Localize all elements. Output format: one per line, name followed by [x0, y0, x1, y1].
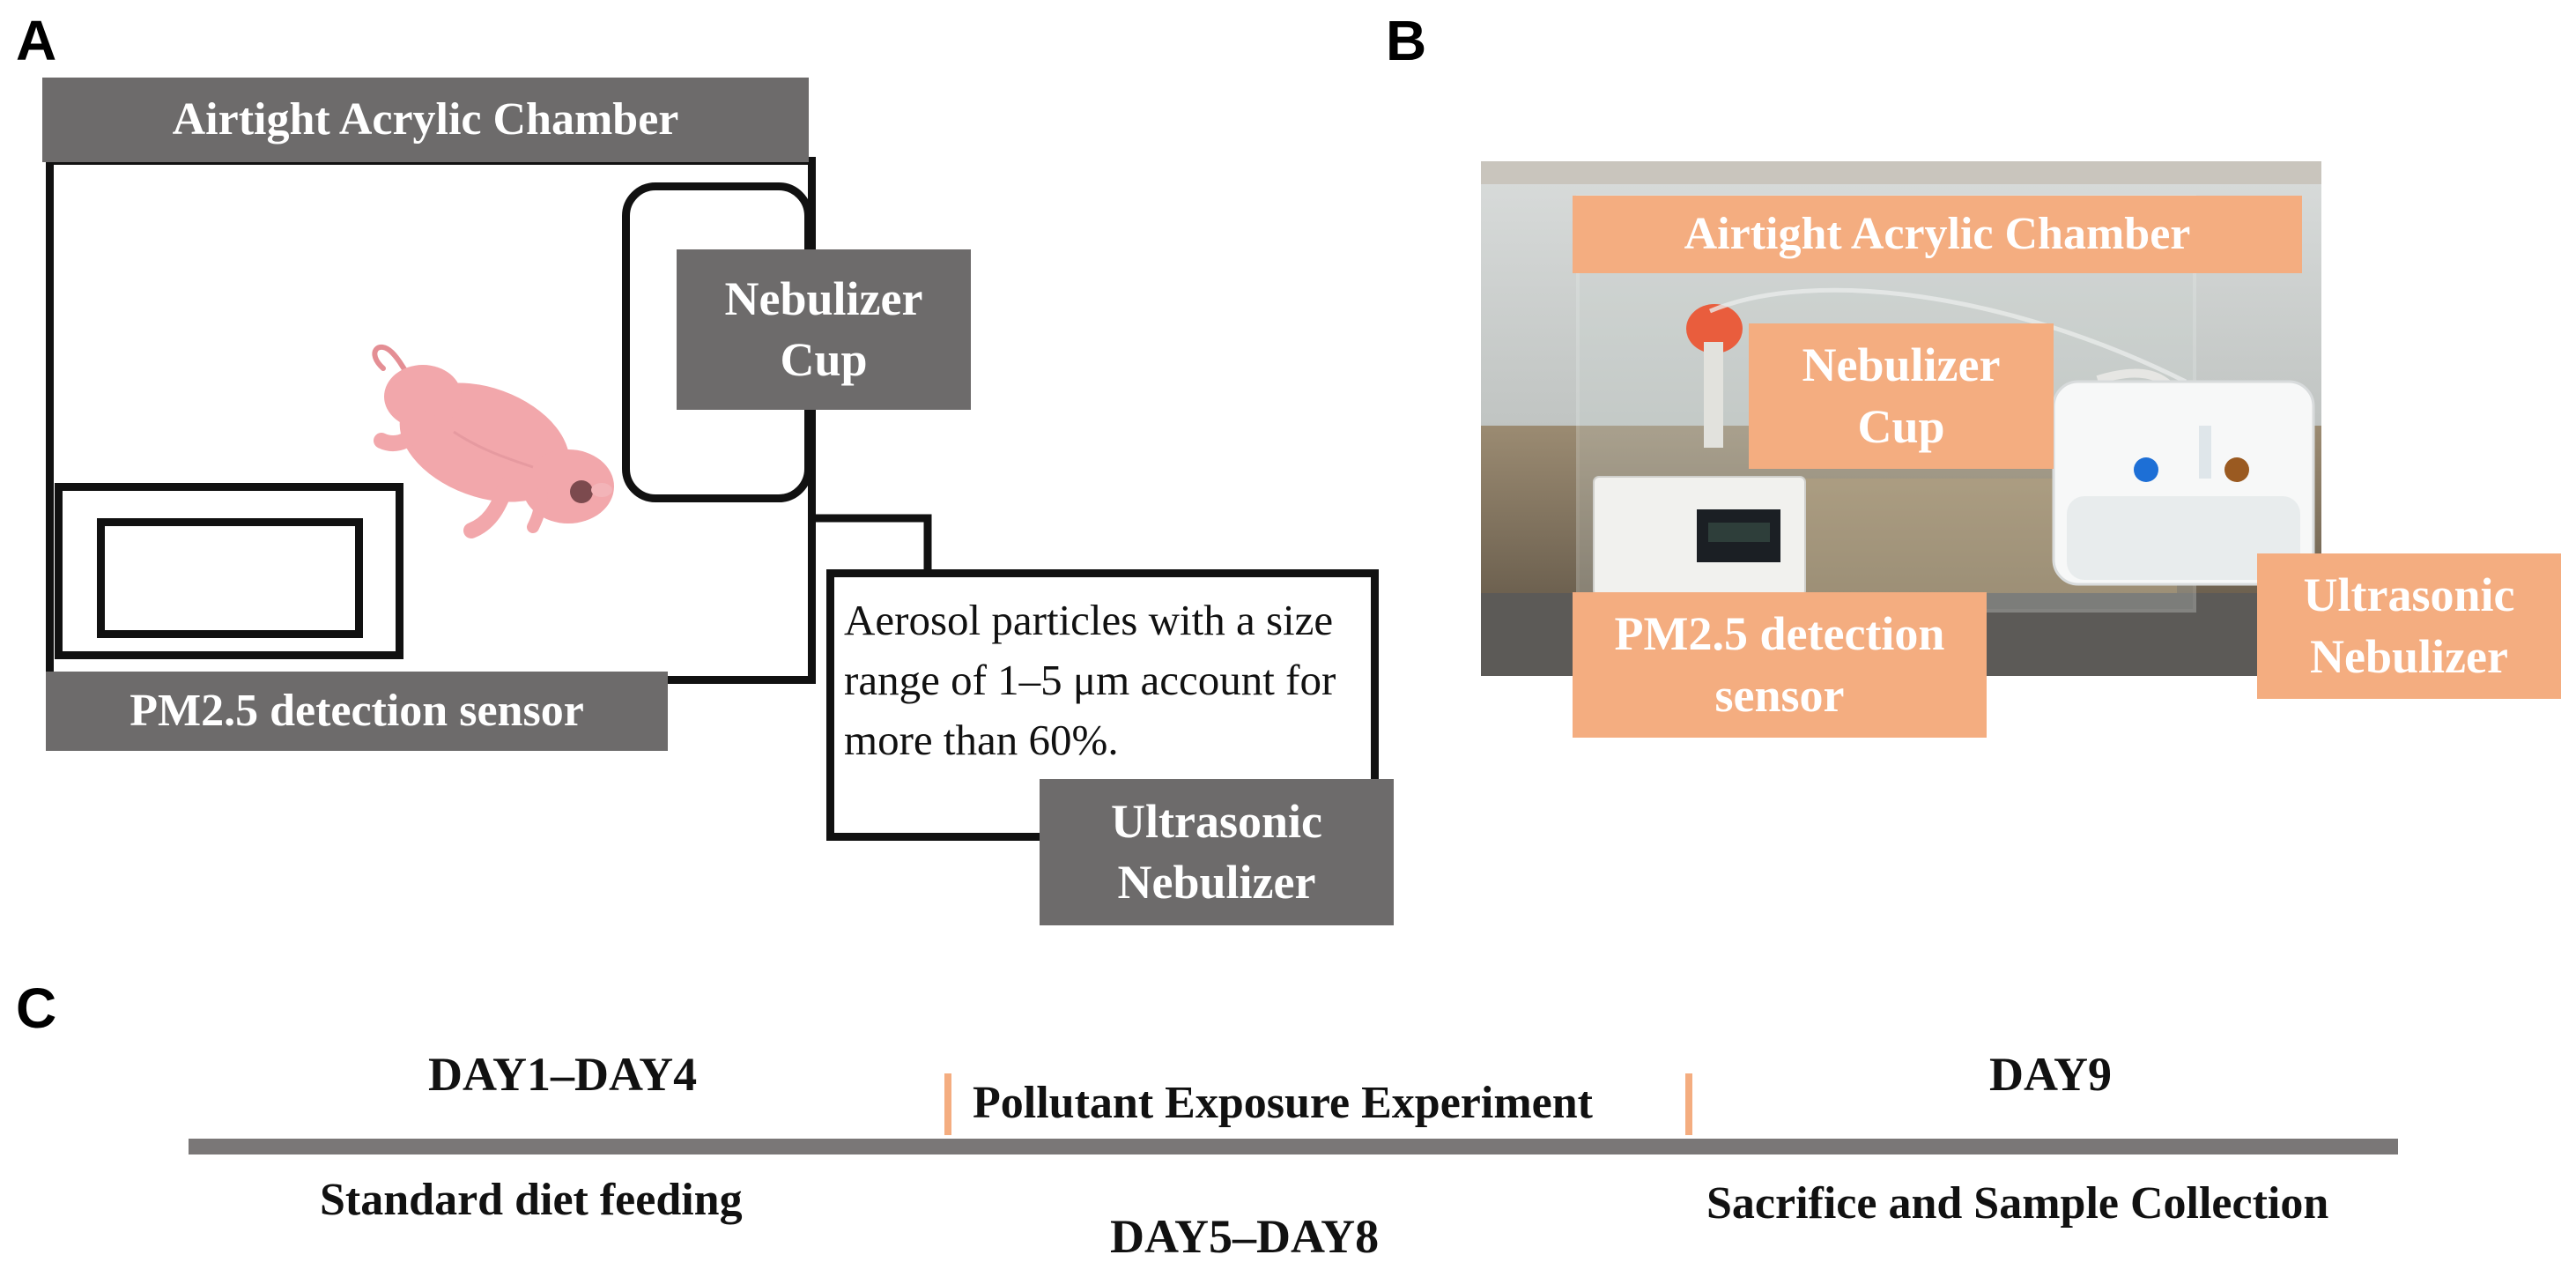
timeline-bar: [189, 1139, 2398, 1154]
phase2-title: Pollutant Exposure Experiment: [973, 1078, 1593, 1128]
aerosol-note-text: Aerosol particles with a size range of 1…: [844, 596, 1336, 764]
ultrasonic-nebulizer-label: Ultrasonic Nebulizer: [1040, 779, 1394, 925]
phase3-days: DAY9: [1989, 1048, 2113, 1101]
mouse-pup-illustration: [372, 345, 614, 538]
photo-nebulizer-cup-label: Nebulizer Cup: [1749, 323, 2054, 469]
nebulizer-cup-label: Nebulizer Cup: [677, 249, 971, 410]
photo-chamber-label: Airtight Acrylic Chamber: [1573, 196, 2302, 273]
panel-letter-c: C: [16, 976, 57, 1040]
chamber-label: Airtight Acrylic Chamber: [42, 78, 809, 162]
sensor-label: PM2.5 detection sensor: [46, 672, 668, 751]
exposure-marker-right: [1685, 1073, 1692, 1135]
photo-sensor-label: PM2.5 detection sensor: [1573, 592, 1987, 738]
photo-ultrasonic-label: Ultrasonic Nebulizer: [2257, 553, 2561, 699]
phase1-days: DAY1–DAY4: [428, 1048, 698, 1101]
phase2-days: DAY5–DAY8: [1110, 1210, 1380, 1263]
phase1-activity: Standard diet feeding: [320, 1175, 743, 1225]
sensor-outer-outline: [55, 483, 403, 659]
exposure-marker-left: [944, 1073, 951, 1135]
panel-letter-b: B: [1386, 9, 1427, 72]
panel-letter-a: A: [16, 9, 57, 72]
phase3-activity: Sacrifice and Sample Collection: [1706, 1178, 2329, 1229]
sensor-inner-outline: [97, 518, 363, 638]
